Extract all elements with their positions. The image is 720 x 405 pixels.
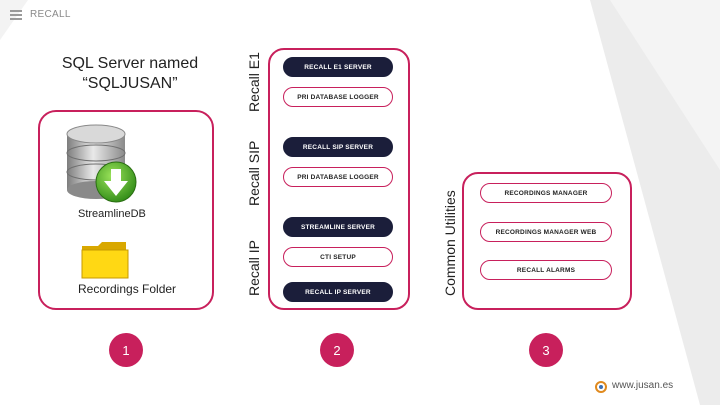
recall-alarms-item[interactable]: RECALL ALARMS (480, 260, 612, 280)
step-2-badge: 2 (320, 333, 354, 367)
recordings-folder-label: Recordings Folder (78, 282, 177, 296)
database-download-icon (66, 124, 137, 203)
common-utilities-panel (462, 172, 632, 310)
recall-e1-server-item[interactable]: RECALL E1 SERVER (283, 57, 393, 77)
common-utilities-label: Common Utilities (442, 190, 458, 296)
jusan-logo-icon (595, 381, 607, 393)
streamline-server-item[interactable]: STREAMLINE SERVER (283, 217, 393, 237)
streamline-db-label: StreamlineDB (78, 208, 146, 220)
footer-text: www.jusan.es (612, 380, 674, 391)
step-1-badge: 1 (109, 333, 143, 367)
recall-ip-server-item[interactable]: RECALL IP SERVER (283, 282, 393, 302)
recall-e1-label: Recall E1 (246, 52, 262, 112)
folder-icon (81, 242, 129, 279)
recordings-manager-item[interactable]: RECORDINGS MANAGER (480, 183, 612, 203)
step-3-badge: 3 (529, 333, 563, 367)
pri-database-logger-e1-item[interactable]: PRI DATABASE LOGGER (283, 87, 393, 107)
app-title: RECALL (30, 9, 71, 20)
recordings-manager-web-item[interactable]: RECORDINGS MANAGER WEB (480, 222, 612, 242)
recall-sip-server-item[interactable]: RECALL SIP SERVER (283, 137, 393, 157)
hamburger-icon[interactable] (10, 10, 22, 20)
recall-sip-label: Recall SIP (246, 140, 262, 206)
footer-website-link[interactable]: www.jusan.es (612, 380, 673, 391)
cti-setup-item[interactable]: CTI SETUP (283, 247, 393, 267)
recall-servers-panel (268, 48, 410, 310)
sql-server-title: SQL Server named “SQLJUSAN” (61, 55, 199, 92)
recall-ip-label: Recall IP (246, 239, 262, 296)
pri-database-logger-sip-item[interactable]: PRI DATABASE LOGGER (283, 167, 393, 187)
